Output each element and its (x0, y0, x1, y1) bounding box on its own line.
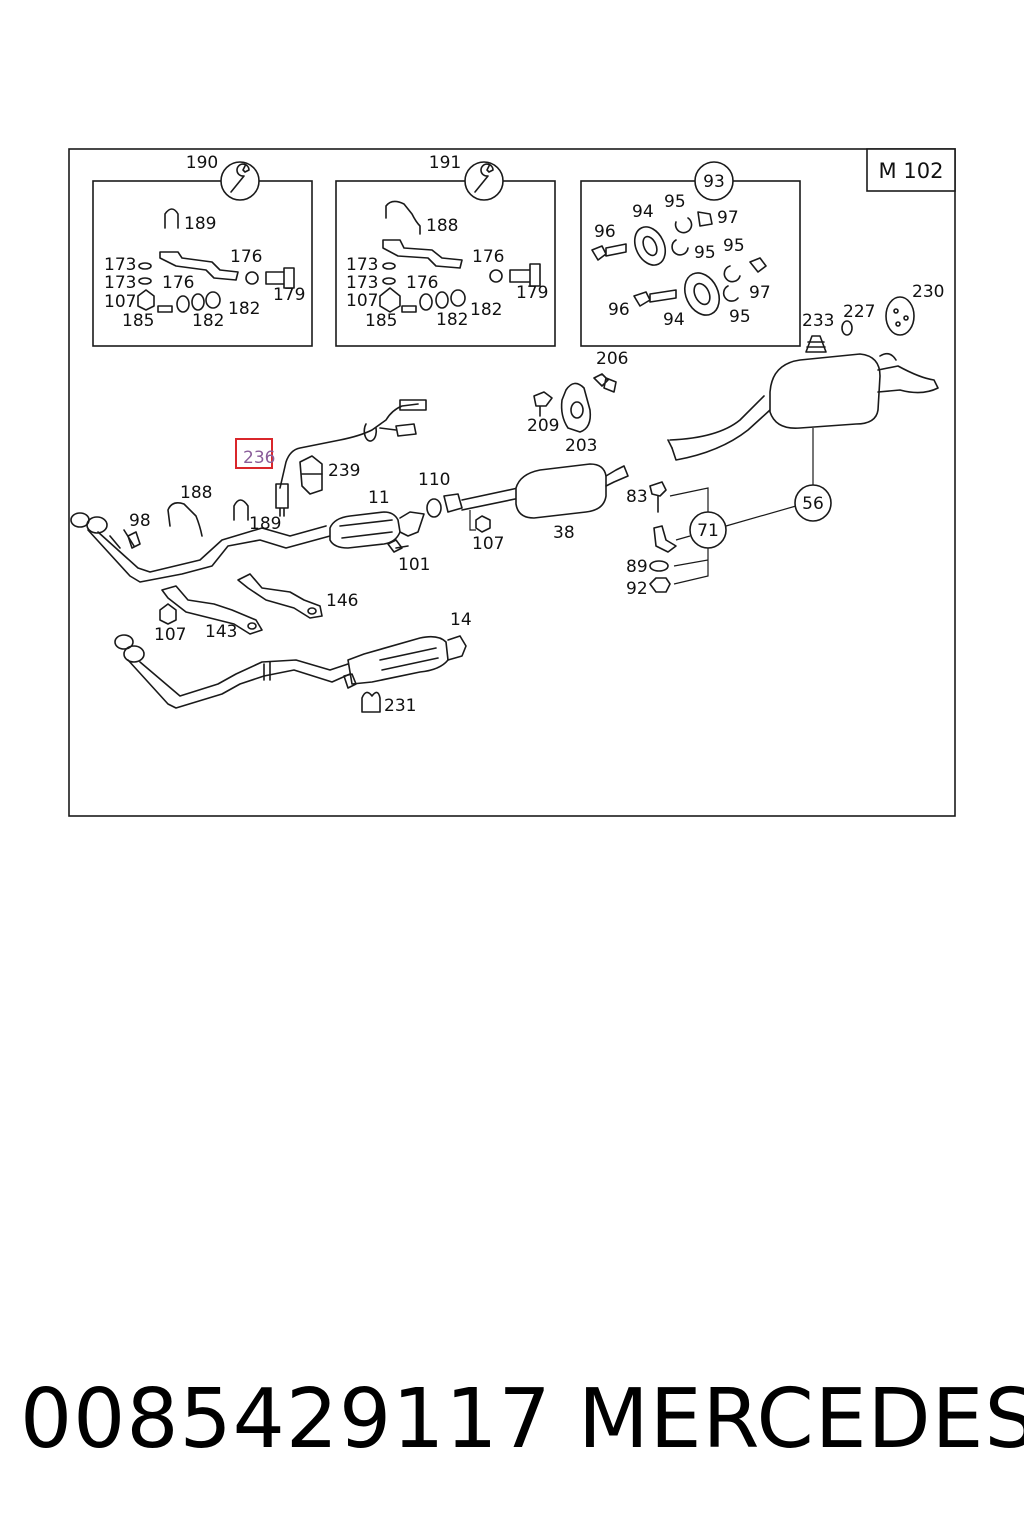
bolt-101[interactable]: 101 (387, 539, 430, 575)
part-label: 189 (184, 214, 216, 234)
highlight-box: 236 (235, 438, 275, 469)
part-227[interactable]: 227 (841, 302, 875, 336)
highlighted-part-label: 236 (243, 448, 275, 468)
part-label: 92 (626, 579, 648, 599)
front-pipe-catalyst-14[interactable]: 14 (114, 610, 472, 709)
part-label: 107 (346, 291, 378, 311)
part-label: 239 (328, 461, 360, 481)
part-label: 206 (596, 349, 628, 369)
part-label: 182 (192, 311, 224, 331)
part-label: 176 (162, 273, 194, 293)
bracket-146[interactable]: 146 (237, 573, 358, 619)
part-label: 179 (516, 283, 548, 303)
part-239[interactable]: 239 (299, 455, 360, 495)
part-label: 182 (436, 310, 468, 330)
part-label: 94 (632, 202, 654, 222)
part-label: 173 (346, 255, 378, 275)
part-label: 173 (104, 273, 136, 293)
part-label: 89 (626, 557, 648, 577)
part-label: 188 (180, 483, 212, 503)
part-label: 101 (398, 555, 430, 575)
wrench-icon (220, 161, 260, 201)
part-label: 203 (565, 436, 597, 456)
engine-label-box: M 102 (866, 148, 956, 192)
engine-label: M 102 (879, 159, 944, 183)
middle-muffler-38[interactable]: 38 (461, 463, 629, 543)
part-label: 94 (663, 310, 685, 330)
mount-231[interactable]: 231 (361, 691, 416, 716)
part-label: 185 (122, 311, 154, 331)
part-label: 95 (664, 192, 686, 212)
part-label: 95 (694, 243, 716, 263)
part-label: 11 (368, 488, 390, 508)
part-label: 96 (594, 222, 616, 242)
part-label: 97 (717, 208, 739, 228)
part-label: 96 (608, 300, 630, 320)
wrench-icon (464, 161, 504, 201)
part-label: 38 (553, 523, 575, 543)
gasket-110[interactable]: 110 (418, 470, 463, 518)
part-label: 233 (802, 311, 834, 331)
part-label: 176 (472, 247, 504, 267)
kit-number: 93 (703, 172, 725, 192)
part-label: 176 (406, 273, 438, 293)
front-pipe-98[interactable]: 98 (70, 511, 331, 583)
part-label: 14 (450, 610, 472, 630)
part-label: 182 (228, 299, 260, 319)
part-label: 143 (205, 622, 237, 642)
part-label: 231 (384, 696, 416, 716)
brand-name: MERCEDES (578, 1372, 1024, 1467)
part-label: 176 (230, 247, 262, 267)
bracket-143[interactable]: 143 (161, 585, 263, 642)
part-230[interactable]: 230 (885, 282, 944, 336)
part-label: 173 (104, 255, 136, 275)
oxygen-sensor-236[interactable] (275, 399, 427, 517)
part-label: 182 (470, 300, 502, 320)
part-label: 95 (723, 236, 745, 256)
part-label: 71 (697, 521, 719, 541)
rear-muffler[interactable] (667, 352, 939, 486)
part-233[interactable]: 233 (802, 311, 834, 353)
part-label: 107 (104, 292, 136, 312)
kit-93[interactable]: 93 96 94 95 97 95 95 96 94 97 95 (580, 161, 801, 347)
part-label: 227 (843, 302, 875, 322)
part-label: 56 (802, 494, 824, 514)
part-label: 97 (749, 283, 771, 303)
clamp-188[interactable]: 188 (167, 483, 212, 537)
part-label: 189 (249, 514, 281, 534)
part-209[interactable]: 209 (527, 391, 559, 436)
part-label: 230 (912, 282, 944, 302)
nut-107-lower[interactable]: 107 (154, 603, 186, 645)
clamp-189[interactable]: 189 (233, 499, 281, 534)
part-label: 95 (729, 307, 751, 327)
part-label: 83 (626, 487, 648, 507)
catalytic-converter-11[interactable]: 11 (329, 488, 425, 549)
part-label: 179 (273, 285, 305, 305)
part-label: 107 (154, 625, 186, 645)
kit-191[interactable]: 191 188 176 173 173 176 179 107 185 182 … (335, 153, 556, 347)
nut-107-mid[interactable]: 107 (469, 510, 504, 554)
part-label: 173 (346, 273, 378, 293)
part-label: 209 (527, 416, 559, 436)
part-203[interactable]: 203 (560, 382, 598, 456)
part-206[interactable]: 206 (593, 349, 628, 393)
part-number: 0085429117 (20, 1372, 552, 1467)
kit-number: 190 (186, 153, 218, 173)
part-label: 107 (472, 534, 504, 554)
part-label: 98 (129, 511, 151, 531)
clamp-set-71[interactable]: 83 89 92 71 (626, 481, 797, 599)
diagram-frame (68, 148, 956, 817)
part-label: 110 (418, 470, 450, 490)
kit-number: 191 (429, 153, 461, 173)
kit-190[interactable]: 190 189 176 173 173 176 179 107 185 182 … (92, 153, 313, 347)
footer: 0085429117 MERCEDES (0, 1370, 1024, 1470)
callout-56[interactable]: 56 (794, 484, 832, 522)
part-label: 188 (426, 216, 458, 236)
part-label: 146 (326, 591, 358, 611)
part-label: 185 (365, 311, 397, 331)
